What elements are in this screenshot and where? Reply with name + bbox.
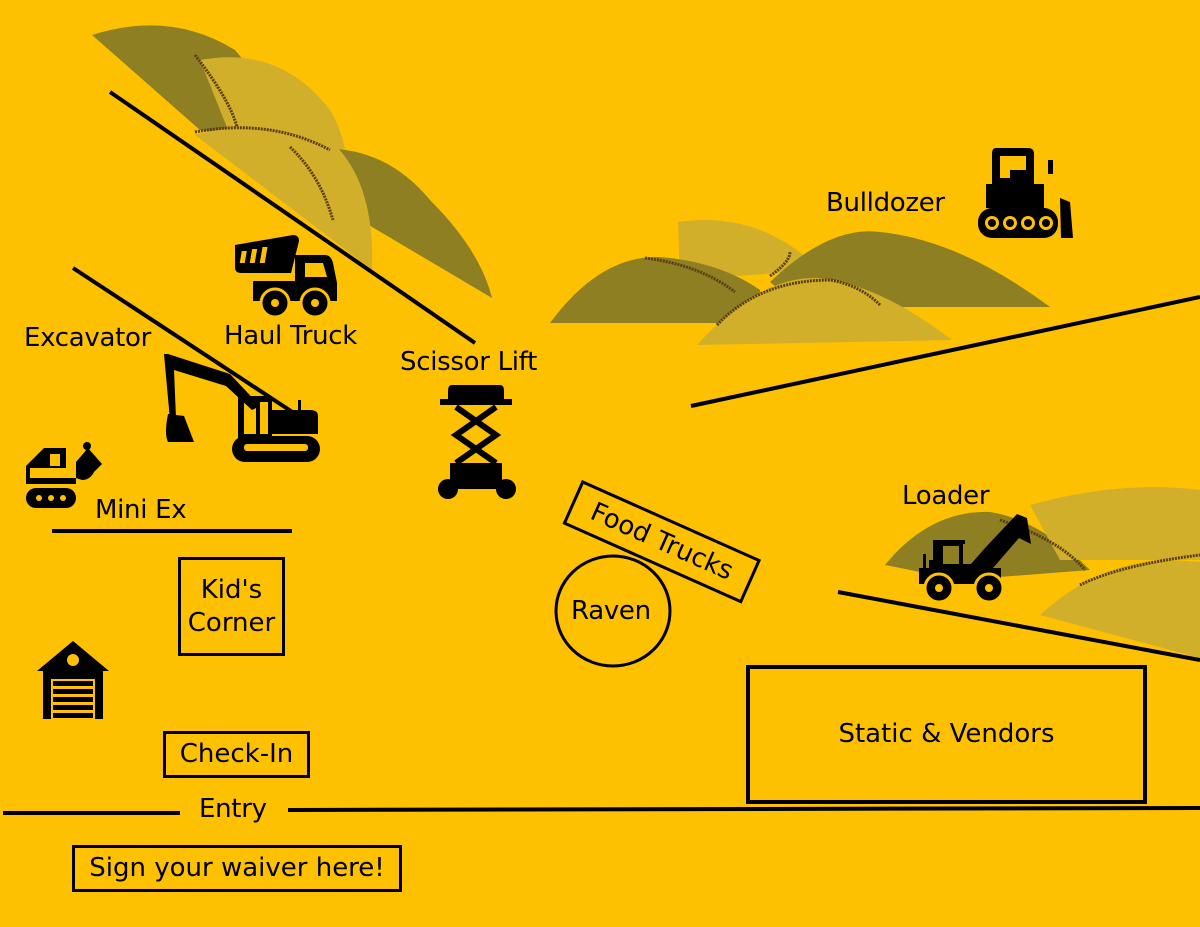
waiver-label: Sign your waiver here!	[89, 853, 385, 884]
waiver-zone: Sign your waiver here!	[72, 845, 402, 892]
haul-truck-label: Haul Truck	[224, 321, 358, 351]
static-vendors-zone: Static & Vendors	[746, 665, 1147, 804]
dirt-mounds-center-right	[550, 220, 1050, 345]
mini-ex-label: Mini Ex	[95, 495, 187, 525]
check-in-zone: Check-In	[163, 731, 310, 778]
static-vendors-label: Static & Vendors	[838, 719, 1055, 750]
kids-corner-zone: Kid's Corner	[178, 557, 285, 656]
road-line-upper	[108, 90, 477, 345]
kids-corner-label-line2: Corner	[187, 607, 276, 638]
entry-label: Entry	[199, 794, 267, 824]
road-line-lower	[71, 266, 302, 419]
loader-tractor-icon	[919, 514, 1031, 604]
loader-label: Loader	[902, 481, 990, 511]
kids-corner-label-line1: Kid's	[200, 575, 263, 605]
check-in-label: Check-In	[179, 739, 294, 770]
dump-truck-icon	[235, 235, 337, 319]
dirt-mounds-top-left	[92, 25, 492, 298]
mini-excavator-icon	[26, 442, 102, 508]
scissor-lift-icon	[438, 385, 516, 499]
excavator-label: Excavator	[24, 323, 151, 353]
garage-icon	[37, 641, 109, 719]
road-line-right	[690, 295, 1200, 408]
road-line-loader	[837, 590, 1200, 662]
bulldozer-label: Bulldozer	[826, 188, 945, 218]
boundary-lines	[3, 90, 1200, 815]
scissor-lift-label: Scissor Lift	[400, 347, 537, 377]
excavator-icon	[164, 354, 320, 462]
raven-label: Raven	[571, 596, 651, 626]
entry-line-right	[287, 806, 1200, 812]
bulldozer-icon	[978, 148, 1073, 238]
raven-circle	[554, 554, 672, 668]
